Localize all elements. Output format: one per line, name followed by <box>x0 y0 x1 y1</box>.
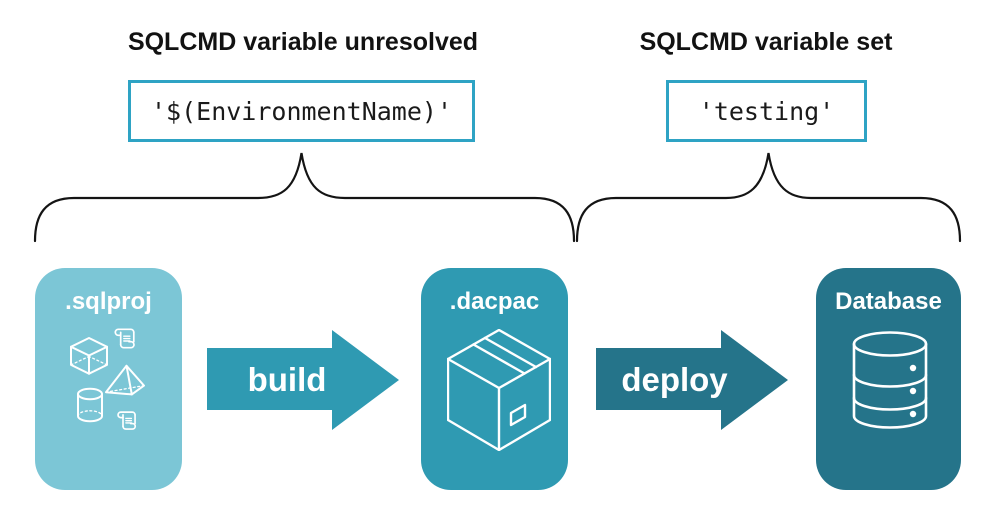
package-label-icon <box>509 403 527 427</box>
build-arrow <box>207 330 399 430</box>
package-icon <box>447 329 551 451</box>
build-arrow-label: build <box>247 361 327 398</box>
script-icon <box>117 411 136 430</box>
stage-card-database: Database <box>816 268 961 490</box>
code-box-set: 'testing' <box>666 80 867 142</box>
heading-sqlcmd-set: SQLCMD variable set <box>639 28 893 56</box>
stage-title-dacpac: .dacpac <box>449 288 540 315</box>
right-brace <box>575 152 962 243</box>
pyramid-icon <box>105 364 145 396</box>
heading-sqlcmd-unresolved: SQLCMD variable unresolved <box>127 28 479 56</box>
sqlcmd-variable-unresolved-value: '$(EnvironmentName)' <box>150 96 453 126</box>
sql-objects-icon <box>70 328 145 430</box>
stage-title-sqlproj: .sqlproj <box>65 288 152 315</box>
stage-card-sqlproj: .sqlproj <box>35 268 182 490</box>
left-brace <box>33 152 576 243</box>
cube-icon <box>70 337 108 375</box>
database-icon <box>852 331 928 429</box>
stage-title-database: Database <box>835 288 942 315</box>
code-box-unresolved: '$(EnvironmentName)' <box>128 80 475 142</box>
deploy-arrow-label: deploy <box>621 361 728 398</box>
stage-card-dacpac: .dacpac <box>421 268 568 490</box>
deploy-arrow <box>596 330 788 430</box>
sqlcmd-variable-set-value: 'testing' <box>698 96 835 126</box>
cylinder-icon <box>77 387 103 423</box>
script-icon <box>114 328 135 349</box>
